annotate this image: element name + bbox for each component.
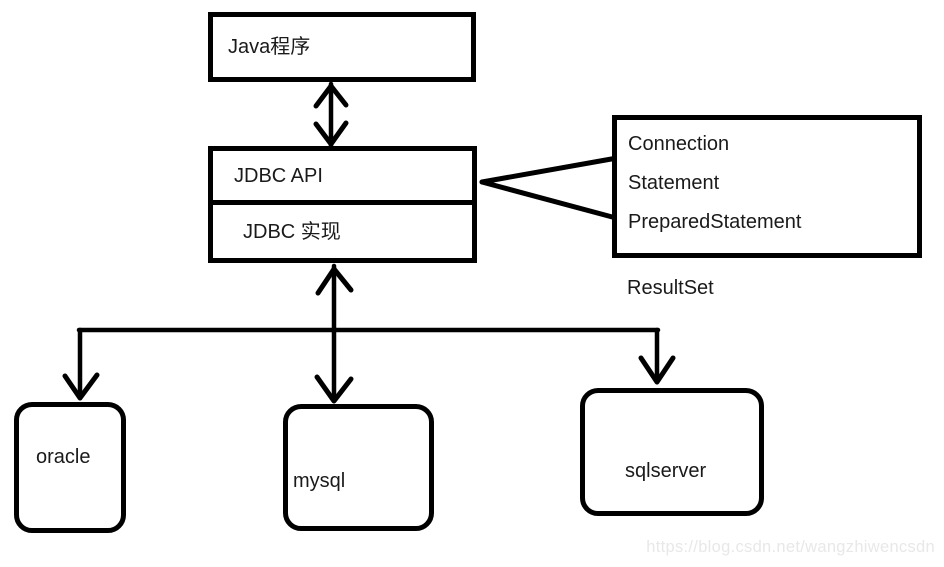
arrow-bus-oracle [62,327,100,401]
arrow-java-jdbc [313,81,349,149]
interface-item-statement: Statement [628,172,720,194]
interfaces-box: Connection Statement PreparedStatement [612,115,922,258]
jdbc-box: JDBC API JDBC 实现 [208,146,477,263]
interface-item-connection: Connection [628,133,730,155]
java-program-label: Java程序 [228,36,311,58]
db-box-oracle: oracle [14,402,126,533]
db-box-mysql: mysql [283,404,434,531]
resultset-label: ResultSet [627,277,714,299]
db-box-sqlserver: sqlserver [580,388,764,516]
watermark-url: https://blog.csdn.net/wangzhiwencsdn [646,538,935,556]
db-oracle-label: oracle [36,446,91,468]
db-mysql-label: mysql [293,470,346,492]
arrow-jdbc-databases [314,263,354,404]
interface-item-preparedstatement: PreparedStatement [628,211,802,233]
jdbc-api-section: JDBC API [213,151,472,205]
java-program-box: Java程序 [208,12,476,82]
connector-jdbc-interfaces [479,155,620,221]
jdbc-impl-label: JDBC 实现 [243,220,341,243]
jdbc-api-label: JDBC API [234,164,323,187]
db-sqlserver-label: sqlserver [625,460,707,482]
arrow-bus-sqlserver [638,327,676,385]
jdbc-impl-section: JDBC 实现 [213,205,472,258]
